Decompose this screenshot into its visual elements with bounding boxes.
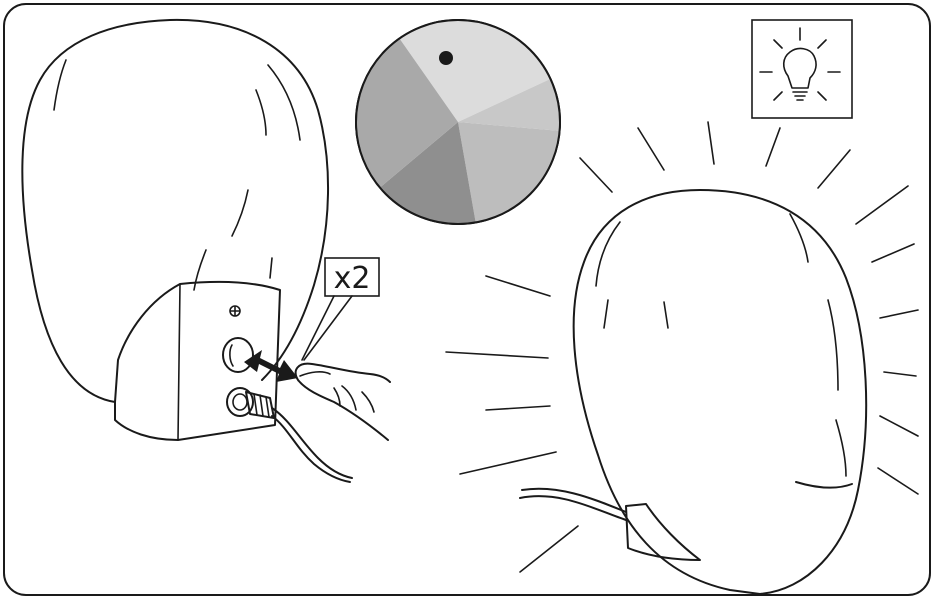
lamp-lit: [519, 189, 868, 595]
color-wheel-selected-marker: [439, 51, 453, 65]
frame-border: [3, 3, 931, 596]
color-wheel-segment: [458, 122, 560, 223]
light-bulb-icon: [751, 19, 853, 119]
lamp-lit-cable: [519, 495, 627, 521]
lamp-button: [222, 337, 254, 373]
color-wheel-icon: [355, 19, 561, 225]
lamp-unlit-shell: [21, 18, 329, 403]
double-arrow-icon: [244, 350, 298, 382]
lamp-lit-shell: [572, 189, 868, 595]
pressing-finger: [294, 362, 391, 441]
press-count-label: x2: [334, 261, 371, 296]
color-wheel-segment: [379, 122, 476, 225]
power-cable: [271, 407, 353, 479]
lamp-unlit: [21, 18, 353, 483]
screw-icon: [229, 305, 241, 317]
lamp-unlit-base: [114, 281, 281, 441]
color-wheel-segment: [355, 38, 458, 188]
color-wheel-segment: [399, 19, 551, 122]
power-plug: [226, 387, 254, 417]
press-count-callout: x2: [301, 257, 380, 361]
color-wheel-segment: [458, 78, 560, 131]
light-rays: [445, 121, 919, 573]
